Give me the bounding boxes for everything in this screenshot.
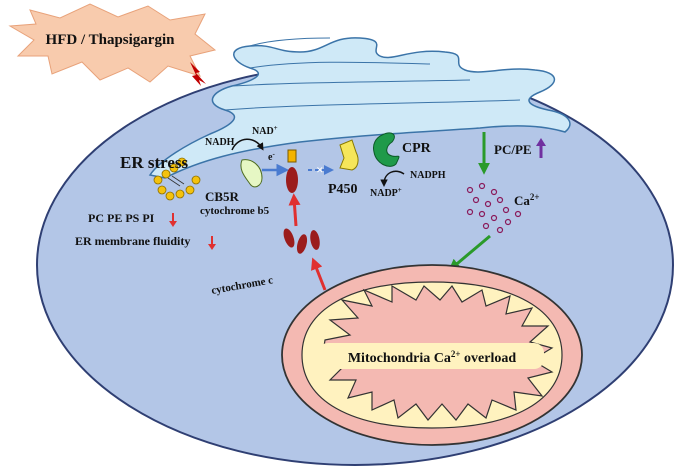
cpr-label: CPR <box>402 141 432 156</box>
ca-to-mito-arrow <box>448 234 491 272</box>
p450-label: P450 <box>328 182 358 197</box>
cyt-c-to-b5-arrow <box>288 193 301 227</box>
fluidity-decrease-arrowhead <box>208 244 216 250</box>
cpr-enzyme-icon <box>373 132 400 167</box>
mitochondrion <box>281 264 583 446</box>
pc-pe-label: PC/PE <box>494 142 532 157</box>
lightning-icon <box>190 62 206 86</box>
electron-label: e- <box>268 150 275 163</box>
fluidity-label: ER membrane fluidity <box>75 234 190 248</box>
cytochrome-c-icon <box>283 228 320 254</box>
inhibition-mark-icon: ✕ <box>316 165 324 175</box>
calcium-label: Ca2+ <box>514 192 540 208</box>
trigger-starburst <box>8 3 217 83</box>
nadph-label: NADPH <box>410 170 446 181</box>
mito-to-cyt-c-arrow <box>311 257 327 291</box>
trigger-label: HFD / Thapsigargin <box>46 32 176 48</box>
er-stress-label: ER stress <box>120 153 189 172</box>
nadh-label: NADH <box>205 137 235 148</box>
lipids-label: PC PE PS PI <box>88 211 155 225</box>
nad-label: NAD+ <box>252 124 278 137</box>
pc-pe-increase-arrowhead <box>536 138 546 146</box>
calcium-ions-icon <box>466 182 522 234</box>
endoplasmic-reticulum <box>148 37 571 179</box>
nadh-conversion-arrow <box>231 138 264 151</box>
nadph-conversion-arrow <box>380 170 405 187</box>
lipids-decrease-arrowhead <box>169 221 177 227</box>
nadp-label: NADP+ <box>370 186 402 199</box>
mito-overload-label: Mitochondria Ca2+ overload <box>348 349 517 366</box>
cytochrome-b5-icon <box>286 149 298 193</box>
cytochrome-b5-label: cytochrome b5 <box>200 205 270 217</box>
cb5r-label: CB5R <box>205 189 240 204</box>
p450-enzyme-icon <box>339 139 359 171</box>
cb5r-enzyme-icon <box>240 159 263 188</box>
lipid-cluster-icon <box>153 157 201 201</box>
